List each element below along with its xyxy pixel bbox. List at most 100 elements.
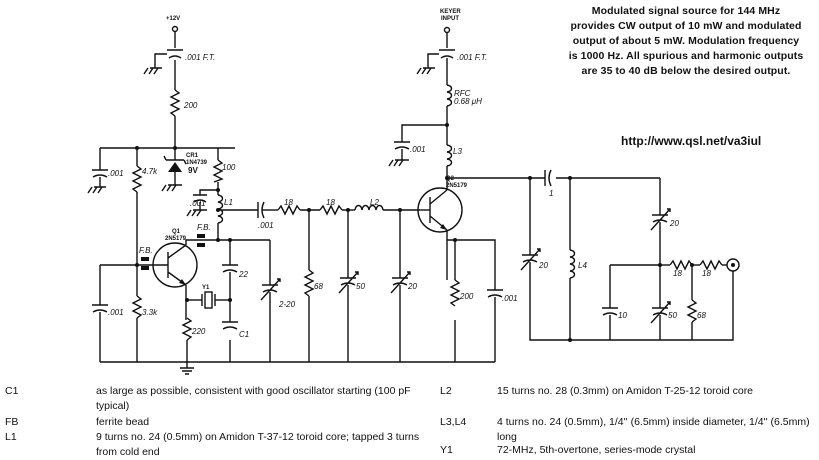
label-c20c: 20 xyxy=(669,219,679,228)
trimmer-c20c xyxy=(650,208,671,231)
label-input: INPUT xyxy=(441,16,459,22)
label-fb1: F.B. xyxy=(139,246,153,255)
label-q2-part: 2N5179 xyxy=(446,183,468,189)
ferrite-bead-1 xyxy=(141,257,149,261)
crystal-y1 xyxy=(201,291,216,309)
label-rfc: RFC xyxy=(454,89,471,98)
label-r200a: 200 xyxy=(183,101,198,110)
source-url: http://www.qsl.net/va3iul xyxy=(621,134,762,148)
circuit-description: Modulated signal source for 144 MHz prov… xyxy=(568,5,804,77)
resistor-100 xyxy=(212,159,224,183)
legend-text-l1: 9 turns no. 24 (0.5mm) on Amidon T-37-12… xyxy=(96,431,420,458)
label-c20a: 20 xyxy=(407,282,417,291)
resistor-18b xyxy=(319,204,343,216)
inductor-rfc xyxy=(446,84,453,107)
label-c2-20: 2-20 xyxy=(278,300,296,309)
label-r68a: 68 xyxy=(314,282,323,291)
inductor-l3 xyxy=(446,144,453,167)
legend-term-l2: L2 xyxy=(440,385,452,397)
legend-text-l3-l4: 4 turns no. 24 (0.5mm), 1/4'' (6.5mm) in… xyxy=(497,416,810,443)
label-c20b: 20 xyxy=(538,261,548,270)
label-r18b: 18 xyxy=(326,198,335,207)
label-c001b: .001 xyxy=(190,199,206,208)
feedthrough-capacitor-1 xyxy=(143,49,183,75)
zener-cr1 xyxy=(163,155,187,172)
inductor-l2 xyxy=(354,204,384,211)
label-c22: 22 xyxy=(238,270,248,279)
legend-text-y1: 72-MHz, 5th-overtone, series-mode crysta… xyxy=(497,444,696,456)
capacitor-c001b xyxy=(193,194,207,203)
label-keyer: KEYER xyxy=(440,9,461,15)
label-r18a: 18 xyxy=(284,198,293,207)
label-c-ft1: .001 F.T. xyxy=(185,53,215,62)
legend-term-l3-l4: L3,L4 xyxy=(440,416,467,428)
resistor-18d xyxy=(699,259,723,271)
capacitor-c1pf xyxy=(544,169,552,187)
label-l3: L3 xyxy=(453,147,462,156)
label-cr1-v: 9V xyxy=(188,166,198,175)
resistor-68a xyxy=(303,269,315,297)
v12-terminal xyxy=(171,25,179,33)
output-connector xyxy=(660,258,740,341)
trimmer-c50b xyxy=(650,301,671,324)
keyer-input-terminal xyxy=(443,26,451,34)
label-c-ft2: .001 F.T. xyxy=(457,53,487,62)
capacitor-c001e xyxy=(394,141,410,150)
trimmer-c20a xyxy=(390,271,411,294)
label-r47k: 4.7k xyxy=(142,167,158,176)
label-r100: 100 xyxy=(222,163,236,172)
feedthrough-capacitor-2 xyxy=(416,49,455,75)
label-l4: L4 xyxy=(578,261,587,270)
legend-term-fb: FB xyxy=(5,416,19,428)
trimmer-c20b xyxy=(520,248,541,271)
inductor-l4 xyxy=(569,249,576,279)
legend-term-y1: Y1 xyxy=(440,444,453,456)
resistor-68b xyxy=(686,299,698,323)
capacitor-c10 xyxy=(602,307,618,316)
label-r18c: 18 xyxy=(673,269,682,278)
label-fb2: F.B. xyxy=(197,223,211,232)
legend-term-c1: C1 xyxy=(5,385,19,397)
resistor-220 xyxy=(181,317,193,341)
label-c001d: .001 xyxy=(108,308,124,317)
label-q2: Q2 xyxy=(446,176,455,182)
legend-text-fb: ferrite bead xyxy=(96,416,150,428)
label-c10: 10 xyxy=(618,311,627,320)
label-r220: 220 xyxy=(191,327,206,336)
legend-text-c1: as large as possible, consistent with go… xyxy=(96,385,411,412)
resistor-18a xyxy=(277,204,301,216)
label-c50a: 50 xyxy=(356,282,365,291)
resistor-4-7k xyxy=(131,165,143,193)
label-cr1: CR1 xyxy=(186,153,199,159)
capacitor-c1 xyxy=(222,321,238,330)
resistor-3-3k xyxy=(131,295,143,319)
trimmer-c50a xyxy=(338,271,359,294)
capacitor-c001d xyxy=(92,304,108,313)
transistor-q2 xyxy=(417,187,463,233)
ground-rail xyxy=(99,300,496,363)
legend-text-l2: 15 turns no. 28 (0.3mm) on Amidon T-25-1… xyxy=(497,385,754,397)
label-c001e: .001 xyxy=(410,145,426,154)
capacitor-c22 xyxy=(222,264,238,273)
ground-symbol xyxy=(180,362,194,375)
label-q1: Q1 xyxy=(172,229,181,235)
label-r68b: 68 xyxy=(697,311,706,320)
capacitor-c001f xyxy=(487,289,503,298)
resistor-200a xyxy=(169,89,181,117)
label-c1pf: 1 xyxy=(549,189,553,198)
label-l1: L1 xyxy=(224,198,233,207)
capacitor-c001a xyxy=(92,169,108,178)
resistor-200b xyxy=(449,279,461,307)
label-c001c: .001 xyxy=(258,221,274,230)
label-c001f: .001 xyxy=(502,294,518,303)
resistor-18c xyxy=(669,259,693,271)
label-r33k: 3.3k xyxy=(142,308,158,317)
trimmer-c2-20 xyxy=(260,278,281,301)
label-c1: C1 xyxy=(239,330,249,339)
label-c001a: .001 xyxy=(108,169,124,178)
label-cr1-part: 1N4739 xyxy=(186,160,208,166)
label-r200b: 200 xyxy=(459,292,474,301)
ferrite-bead-2 xyxy=(197,243,205,247)
